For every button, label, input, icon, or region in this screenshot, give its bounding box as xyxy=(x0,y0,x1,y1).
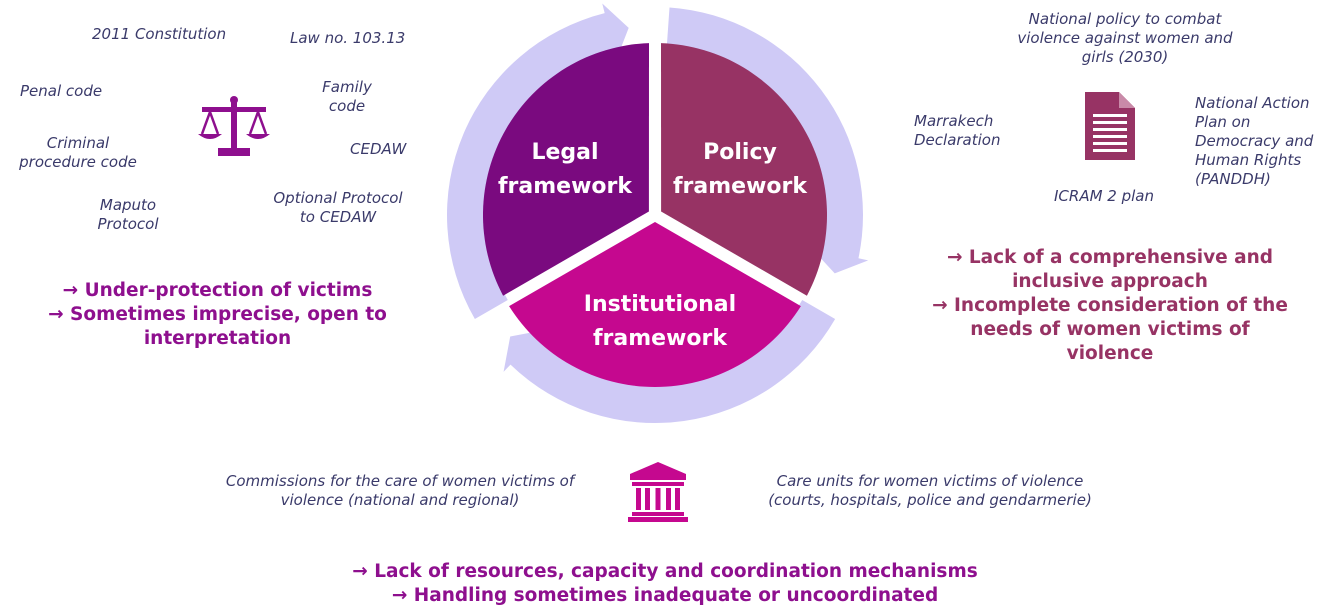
label-line: Law no. 103.13 xyxy=(290,29,406,47)
label-line: to CEDAW xyxy=(299,208,377,226)
label-penal-code: Penal code xyxy=(20,82,102,101)
label-line: National Action xyxy=(1195,94,1310,112)
label-family-code: Family code xyxy=(316,78,378,116)
finding-line: → Handling sometimes inadequate or uncoo… xyxy=(391,585,939,606)
title-line: framework xyxy=(672,174,808,199)
legal-findings: → Under-protection of victims → Sometime… xyxy=(20,279,415,351)
policy-framework-title: Policy framework xyxy=(665,136,815,204)
finding-line: interpretation xyxy=(143,328,292,349)
government-building-icon xyxy=(628,462,688,522)
label-line: Penal code xyxy=(20,82,103,100)
label-commissions: Commissions for the care of women victim… xyxy=(190,472,610,510)
label-line: CEDAW xyxy=(350,140,407,158)
label-care-units: Care units for women victims of violence… xyxy=(720,472,1140,510)
label-line: Care units for women victims of violence xyxy=(776,472,1084,490)
label-maputo-protocol: Maputo Protocol xyxy=(86,196,170,234)
label-line: Commissions for the care of women victim… xyxy=(225,472,575,490)
arrow-to-legal xyxy=(503,300,836,424)
label-line: Criminal xyxy=(46,134,110,152)
label-line: Declaration xyxy=(914,131,1001,149)
label-line: code xyxy=(328,97,366,115)
label-line: (PANDDH) xyxy=(1195,170,1271,188)
finding-line: inclusive approach xyxy=(1012,271,1208,292)
finding-line: → Sometimes imprecise, open to xyxy=(48,304,387,325)
legal-framework-title: Legal framework xyxy=(490,136,640,204)
label-law-103-13: Law no. 103.13 xyxy=(290,29,405,48)
label-2011-constitution: 2011 Constitution xyxy=(92,25,226,44)
label-line: Plan on xyxy=(1195,113,1251,131)
arrow-to-policy xyxy=(447,3,629,320)
label-line: Marrakech xyxy=(914,112,994,130)
label-line: violence (national and regional) xyxy=(280,491,520,509)
label-panddh: National Action Plan on Democracy and Hu… xyxy=(1195,94,1313,189)
label-line: 2011 Constitution xyxy=(92,25,227,43)
label-line: Human Rights xyxy=(1195,151,1302,169)
finding-line: → Lack of a comprehensive and xyxy=(946,247,1274,268)
label-line: procedure code xyxy=(19,153,137,171)
institutional-framework-sector xyxy=(509,222,801,388)
finding-line: → Incomplete consideration of the xyxy=(932,295,1288,316)
label-optional-protocol: Optional Protocol to CEDAW xyxy=(258,189,418,227)
label-line: Maputo xyxy=(99,196,157,214)
label-line: National policy to combat xyxy=(1028,10,1222,28)
policy-findings: → Lack of a comprehensive and inclusive … xyxy=(905,246,1315,366)
label-marrakech-declaration: Marrakech Declaration xyxy=(914,112,1000,150)
cycle-arrows xyxy=(447,3,869,424)
finding-line: → Under-protection of victims xyxy=(62,280,373,301)
title-line: Legal xyxy=(531,140,599,165)
title-line: framework xyxy=(497,174,633,199)
label-line: Family xyxy=(322,78,372,96)
label-national-policy: National policy to combat violence again… xyxy=(990,10,1260,67)
label-cedaw: CEDAW xyxy=(350,140,406,159)
label-line: Protocol xyxy=(97,215,159,233)
label-line: ICRAM 2 plan xyxy=(1054,187,1154,205)
document-icon xyxy=(1085,92,1135,160)
institutional-framework-title: Institutional framework xyxy=(560,288,760,356)
policy-framework-sector xyxy=(661,43,828,296)
institutional-findings: → Lack of resources, capacity and coordi… xyxy=(300,560,1030,608)
title-line: framework xyxy=(592,326,728,351)
label-icram-2-plan: ICRAM 2 plan xyxy=(1054,187,1154,206)
label-line: girls (2030) xyxy=(1081,48,1169,66)
label-criminal-procedure-code: Criminal procedure code xyxy=(8,134,148,172)
legal-framework-sector xyxy=(482,43,649,296)
label-line: Optional Protocol xyxy=(273,189,403,207)
title-line: Policy xyxy=(703,140,777,165)
title-line: Institutional xyxy=(583,292,737,317)
finding-line: violence xyxy=(1066,343,1154,364)
scales-of-justice-icon xyxy=(198,96,270,156)
finding-line: needs of women victims of xyxy=(970,319,1250,340)
label-line: Democracy and xyxy=(1195,132,1314,150)
arrow-to-institutional xyxy=(666,7,869,274)
label-line: (courts, hospitals, police and gendarmer… xyxy=(768,491,1092,509)
finding-line: → Lack of resources, capacity and coordi… xyxy=(352,561,978,582)
label-line: violence against women and xyxy=(1017,29,1233,47)
